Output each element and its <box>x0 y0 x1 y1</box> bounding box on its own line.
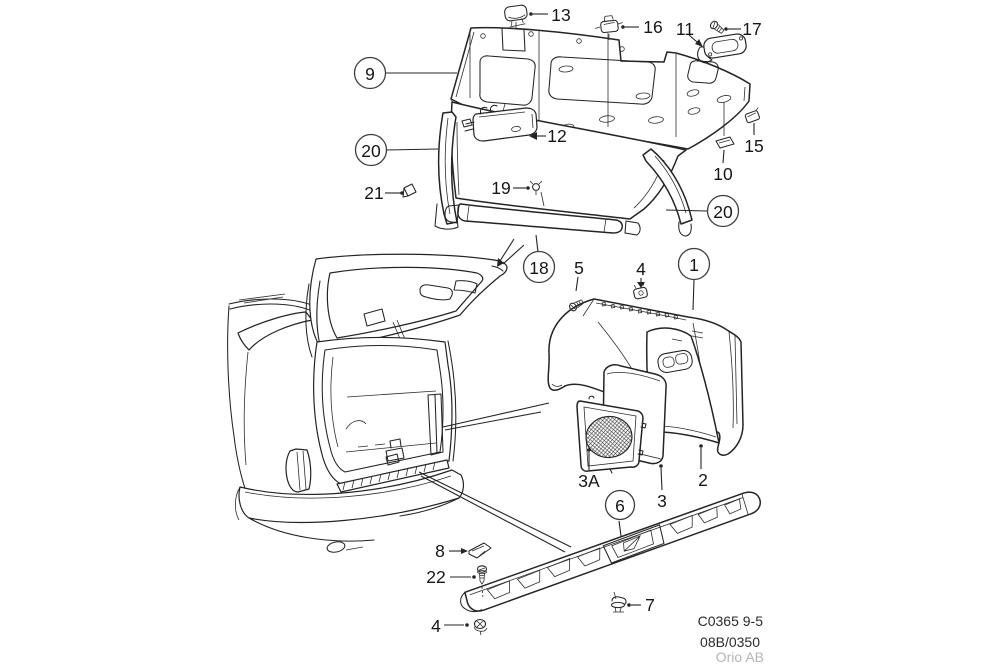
cover-8-icon <box>468 542 492 559</box>
clip-16-icon <box>594 15 623 34</box>
callout-17: 17 <box>742 19 761 39</box>
callout-4-lower: 4 <box>431 616 441 636</box>
callout-12: 12 <box>547 126 566 146</box>
shelf-assembly <box>434 22 751 237</box>
callout-5: 5 <box>574 258 584 278</box>
sill-location <box>336 459 450 493</box>
clip-10-icon <box>715 136 735 149</box>
callout-20-right: 20 <box>713 202 733 222</box>
callout-13: 13 <box>551 5 570 25</box>
clip-15-icon <box>744 107 760 124</box>
callout-leaders <box>385 12 755 627</box>
callout-2: 2 <box>698 470 708 490</box>
callout-18: 18 <box>529 258 548 278</box>
callout-circle-18 <box>522 250 556 284</box>
callout-10: 10 <box>713 164 733 184</box>
sill-scuff-plate-part <box>460 491 761 613</box>
clip-7-icon <box>610 591 627 613</box>
screw-4-lower-icon <box>473 618 488 636</box>
panel-2-handle <box>657 349 693 374</box>
footer-block: C0365 9-5 08B/0350 Orio AB <box>698 613 764 664</box>
callout-9: 9 <box>365 64 375 84</box>
clip-21-icon <box>402 183 417 198</box>
screw-22-icon <box>476 565 488 585</box>
lamp-cover-part <box>461 104 538 142</box>
callout-21: 21 <box>364 183 383 203</box>
publisher-credit: Orio AB <box>716 649 764 664</box>
car-rear-illustration <box>227 253 508 553</box>
callout-8: 8 <box>435 541 445 561</box>
callout-11: 11 <box>676 19 694 39</box>
callout-3: 3 <box>657 491 667 511</box>
callout-22: 22 <box>426 567 445 587</box>
callout-4-upper: 4 <box>636 259 646 279</box>
callout-circle-20-right <box>706 194 740 228</box>
trunk-opening-frame <box>313 336 453 485</box>
drawing-code: C0365 9-5 <box>698 613 764 629</box>
screw-17-icon <box>709 20 725 34</box>
callout-6: 6 <box>615 496 625 516</box>
callout-1: 1 <box>689 255 699 275</box>
callout-7: 7 <box>645 595 655 615</box>
pillar-trim-right-part <box>642 148 693 225</box>
callout-16: 16 <box>643 17 662 37</box>
location-pointer-lines <box>418 238 572 553</box>
clip-19-icon <box>529 180 545 207</box>
callout-circle-1 <box>677 247 711 281</box>
clip-13-icon <box>504 4 528 28</box>
quarter-window <box>237 311 313 351</box>
callout-3a: 3A <box>578 471 600 491</box>
callout-20-left: 20 <box>361 141 381 161</box>
callout-labels: 9 20 21 19 12 13 16 11 17 15 10 20 18 5 … <box>353 5 764 636</box>
callout-circle-20-left <box>354 133 388 167</box>
page-code: 08B/0350 <box>700 634 760 650</box>
callout-15: 15 <box>744 136 763 156</box>
handle-11-icon <box>697 33 747 64</box>
trunk-side-trim-location <box>427 393 444 456</box>
callout-19: 19 <box>491 178 510 198</box>
speaker-cover-part <box>576 395 647 474</box>
callout-circle-9 <box>353 56 387 90</box>
callout-circle-6 <box>604 489 636 521</box>
fasteners <box>402 4 760 636</box>
screw-5-icon <box>569 299 584 312</box>
side-trim-assembly <box>547 298 744 474</box>
